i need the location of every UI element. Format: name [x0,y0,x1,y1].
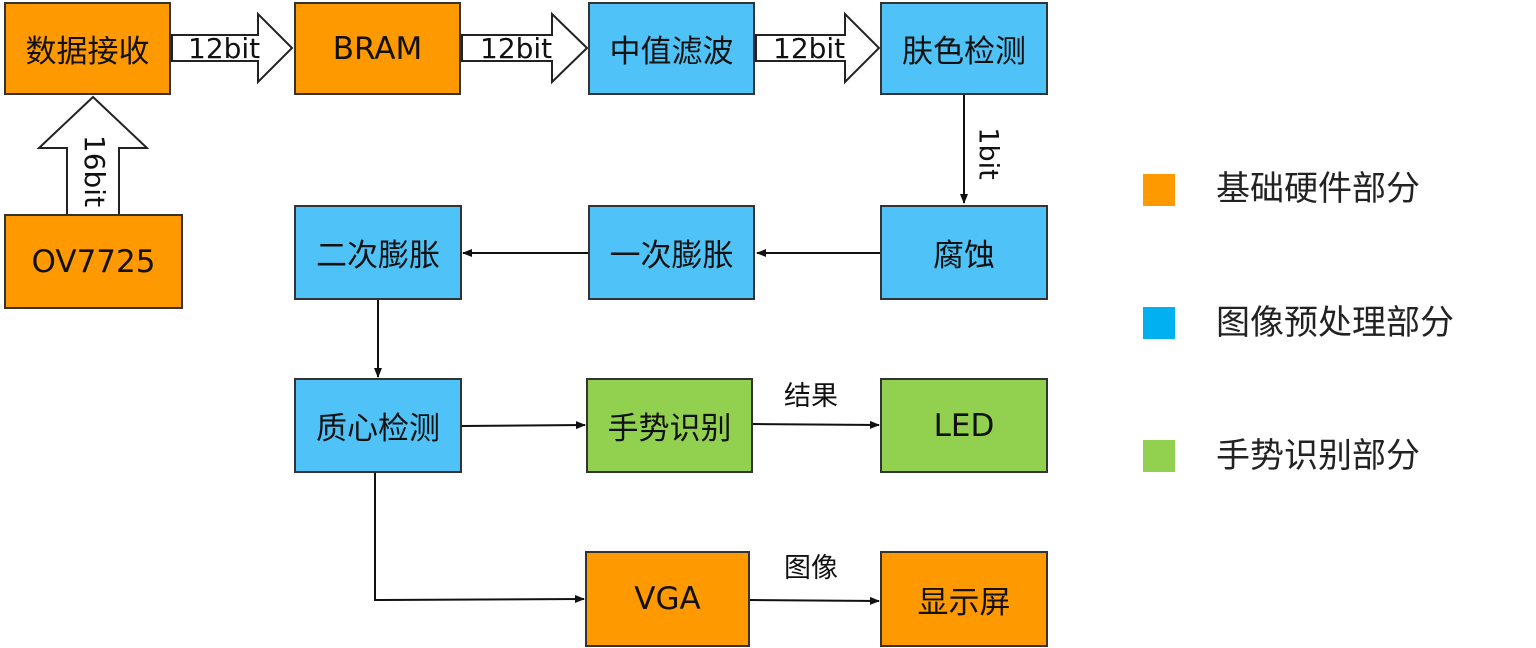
block-centroid-detect: 质心检测 [294,378,462,473]
block-display: 显示屏 [880,551,1048,647]
arrow-gesture-to-led [752,420,880,429]
arrow-vga-to-display [749,596,880,605]
block-bram: BRAM [294,2,461,95]
hollow-arrow-median-to-skin [755,11,881,85]
block-data-receive: 数据接收 [4,2,171,95]
hollow-arrow-ov7725-to-receive [36,95,150,216]
legend-label-hardware: 基础硬件部分 [1216,169,1420,209]
arrow-centroid-to-vga [374,472,585,604]
block-dilation-2: 二次膨胀 [294,205,462,300]
block-led: LED [880,378,1048,473]
block-median-filter: 中值滤波 [588,2,755,95]
arrow-centroid-to-gesture [461,421,586,430]
legend-swatch-preprocessing [1143,307,1175,339]
block-ov7725: OV7725 [4,214,183,309]
block-erosion: 腐蚀 [880,205,1048,300]
label-result: 结果 [784,381,838,412]
label-image: 图像 [784,553,838,584]
label-12bit-2: 12bit [480,32,553,65]
label-12bit-1: 12bit [188,32,261,65]
legend-label-preprocessing: 图像预处理部分 [1216,303,1454,343]
hollow-arrow-bram-to-median [461,11,589,85]
block-skin-detect: 肤色检测 [880,2,1048,95]
hollow-arrow-receive-to-bram [171,11,294,85]
legend-swatch-hardware [1143,174,1175,206]
label-1bit: 1bit [972,127,1004,180]
block-gesture-recognition: 手势识别 [586,378,753,473]
legend-label-gesture: 手势识别部分 [1216,436,1420,476]
block-vga: VGA [585,551,750,647]
label-12bit-3: 12bit [773,32,846,65]
legend-swatch-gesture [1143,440,1175,472]
label-16bit: 16bit [78,134,111,208]
block-dilation-1: 一次膨胀 [588,205,755,300]
